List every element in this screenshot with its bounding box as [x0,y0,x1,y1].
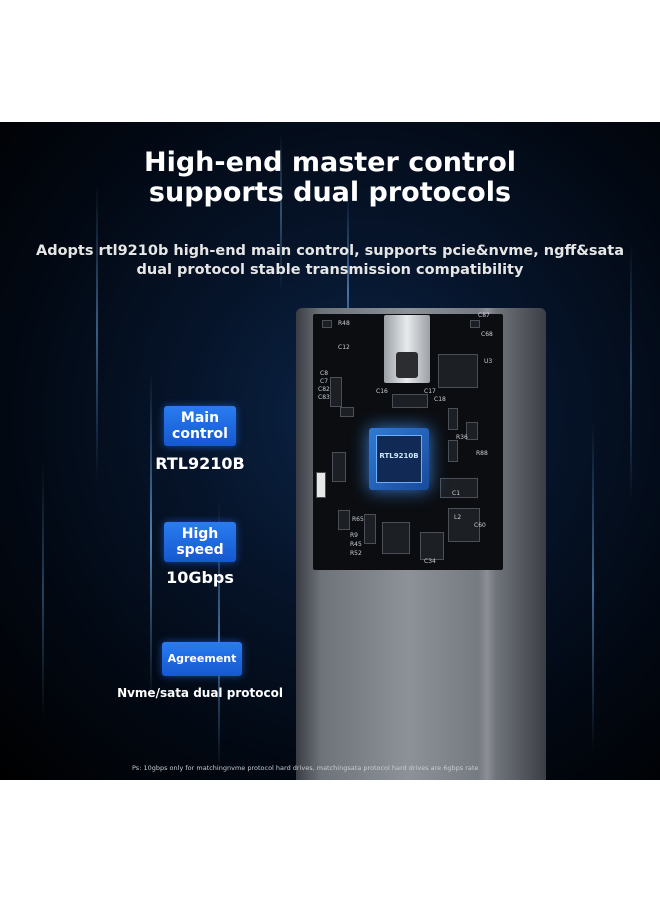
pcb-label: R48 [338,320,350,327]
feature-badge-agreement: Agreement [162,642,242,676]
title-line-1: High-end master control [143,147,517,178]
pcb-component [448,408,458,430]
light-streak [218,502,220,772]
pcb-label: R88 [476,450,488,457]
pcb-label: C87 [478,312,490,319]
pcb-component [440,478,478,498]
feature-badge-high-speed: High speed [164,522,236,562]
feature-badge-main-control: Main control [164,406,236,446]
subtitle-line-1: Adopts rtl9210b high-end main control, s… [35,243,625,259]
light-streak [592,422,594,752]
pcb-label: R9 [350,532,358,539]
title-line-2: supports dual protocols [148,177,512,208]
pcb-component [448,440,458,462]
pcb-label: C12 [338,344,350,351]
pcb-component [340,407,354,417]
pcb-label: R52 [350,550,362,557]
pcb-label: R65 [352,516,364,523]
pcb-label: R36 [456,434,468,441]
pcb-label: U3 [484,358,493,365]
light-streak [280,132,282,292]
feature-badge-label: High speed [176,526,224,558]
pcb-component [448,508,480,542]
usb-c-slot [396,352,418,378]
product-banner: High-end master control supports dual pr… [0,122,660,780]
pcb-label: C60 [474,522,486,529]
controller-chip-core [376,435,422,483]
page-title: High-end master control supports dual pr… [0,148,660,208]
light-streak [150,372,152,702]
pcb-component [470,320,480,328]
feature-badge-label: Agreement [167,652,237,665]
feature-value-speed: 10Gbps [166,568,234,587]
pcb-label: R45 [350,541,362,548]
pcb-component [466,422,478,440]
pcb-label: C16 [376,388,388,395]
feature-value-chip: RTL9210B [155,454,245,473]
chip-label: RTL9210B [379,452,419,460]
pcb-label: C18 [434,396,446,403]
pcb-label: C17 [424,388,436,395]
pcb-label: C8 [320,370,329,377]
pcb-label: C1 [452,490,461,497]
feature-badge-label: Main control [172,410,228,442]
pcb-component [382,522,410,554]
pcb-label: C68 [481,331,493,338]
pcb-component [322,320,332,328]
subtitle: Adopts rtl9210b high-end main control, s… [0,242,660,280]
pcb-label: L2 [454,514,462,521]
pcb-component [420,532,444,560]
pcb-component [316,472,326,498]
pcb-label: C82 [318,386,330,393]
light-streak [42,462,44,722]
pcb-component [438,354,478,388]
pcb-component [364,514,376,544]
light-streak [630,242,632,502]
footnote: Ps: 10gbps only for matchingnvme protoco… [132,764,479,772]
light-streak [347,192,349,392]
pcb-component [338,510,350,530]
pcb-label: C34 [424,558,436,565]
pcb-component [392,394,428,408]
light-streak [96,182,98,482]
pcb-label: C7 [320,378,329,385]
pcb-component [332,452,346,482]
pcb-label: C83 [318,394,330,401]
pcb-component [330,377,342,407]
subtitle-line-2: dual protocol stable transmission compat… [136,262,524,278]
feature-value-protocol: Nvme/sata dual protocol [117,686,283,700]
